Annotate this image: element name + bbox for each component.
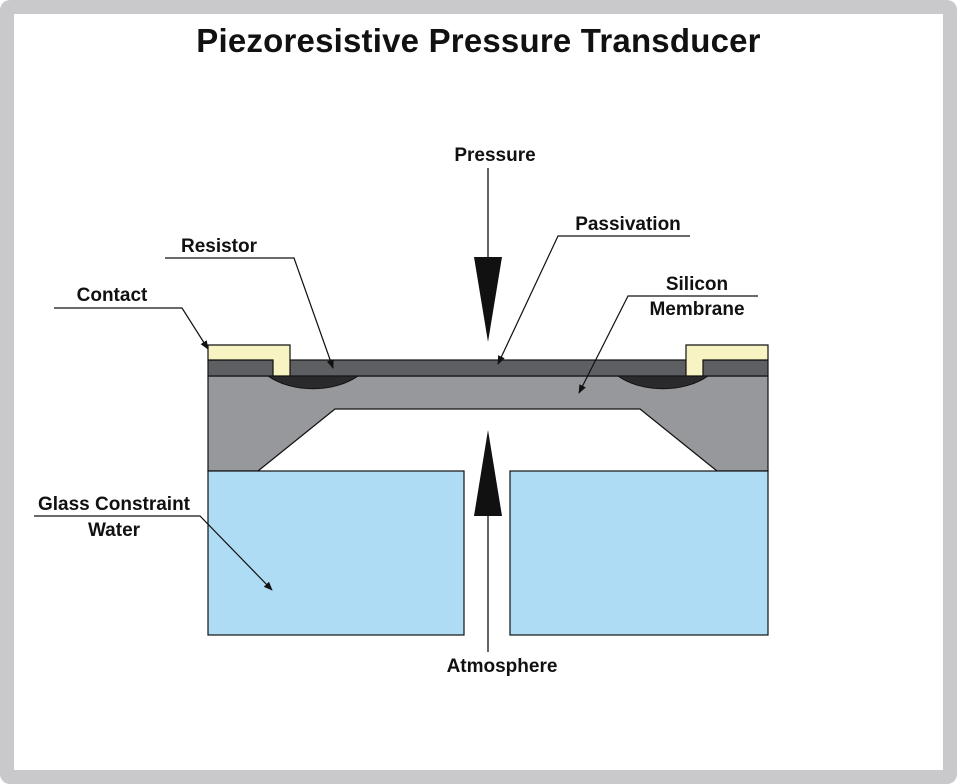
leader-silicon-membrane <box>578 295 758 394</box>
label-glass-constraint: Glass Constraint <box>38 494 191 515</box>
label-contact: Contact <box>77 285 148 306</box>
label-membrane: Membrane <box>649 299 744 320</box>
label-resistor: Resistor <box>181 236 258 257</box>
label-passivation: Passivation <box>575 214 681 235</box>
glass-block-right <box>509 470 769 636</box>
label-silicon: Silicon <box>666 274 728 295</box>
leader-contact <box>54 307 209 350</box>
passivation-layer <box>207 359 769 377</box>
pressure-arrowhead <box>474 257 502 342</box>
label-atmosphere: Atmosphere <box>447 656 558 677</box>
diagram-title: Piezoresistive Pressure Transducer <box>196 22 761 59</box>
contact-right <box>685 344 769 377</box>
label-pressure: Pressure <box>454 145 535 166</box>
leader-resistor <box>165 257 334 369</box>
leader-passivation <box>497 235 690 365</box>
label-water: Water <box>88 520 141 541</box>
leader-glass <box>34 515 273 591</box>
resistor-right <box>616 375 710 390</box>
resistor-left <box>266 375 360 390</box>
glass-block-left <box>207 470 465 636</box>
atmosphere-arrowhead <box>474 430 502 516</box>
contact-left <box>207 344 291 377</box>
